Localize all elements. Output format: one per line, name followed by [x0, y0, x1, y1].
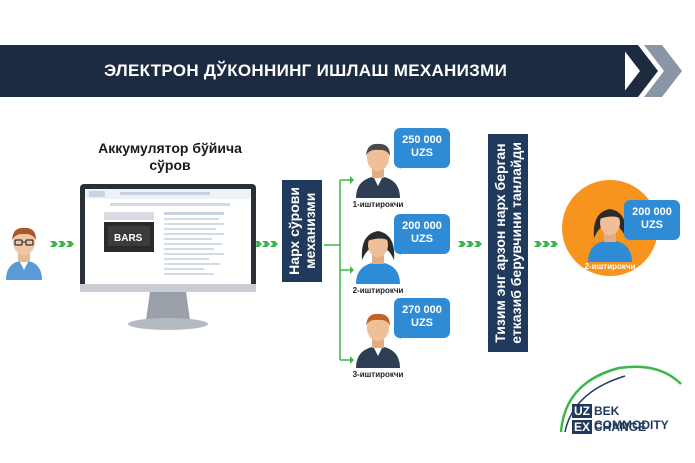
header-chevrons	[620, 45, 690, 97]
participant-2-currency: UZS	[394, 233, 450, 246]
winner-currency: UZS	[624, 219, 680, 232]
winner-label: 2-иштирокчи	[572, 262, 648, 271]
arrow-icon-1	[50, 238, 76, 250]
participant-2-label: 2-иштирокчи	[340, 286, 416, 295]
arrow-icon-2	[254, 238, 280, 250]
logo-box-uz: UZ	[572, 404, 592, 418]
request-title: Аккумулятор бўйича сўров	[80, 140, 260, 174]
header-banner: ЭЛЕКТРОН ДЎКОННИНГ ИШЛАШ МЕХАНИЗМИ	[0, 45, 625, 97]
arrow-icon-4	[534, 238, 560, 250]
logo-text-2: CHANGE	[594, 420, 646, 434]
bubble-tail-3	[398, 330, 410, 340]
participant-3-label: 3-иштирокчи	[340, 370, 416, 379]
participant-2-price: 200 000	[394, 220, 450, 233]
page-title: ЭЛЕКТРОН ДЎКОННИНГ ИШЛАШ МЕХАНИЗМИ	[104, 61, 507, 81]
arrow-icon-3	[458, 238, 484, 250]
participant-3-price: 270 000	[394, 304, 450, 317]
participant-1-currency: UZS	[394, 147, 450, 160]
requester-avatar-icon	[2, 222, 46, 280]
participant-3-currency: UZS	[394, 317, 450, 330]
bubble-tail-1	[398, 160, 410, 170]
selection-line1: Тизим энг арзон нарх берган	[492, 142, 508, 344]
product-brand: BARS	[114, 233, 143, 244]
mechanism-line1: Нарх сўрови	[286, 187, 302, 275]
request-title-line2: сўров	[80, 157, 260, 174]
monitor-icon: BARS	[80, 184, 256, 334]
mechanism-line2: механизми	[302, 187, 318, 275]
selection-box: Тизим энг арзон нарх берган етказиб беру…	[488, 134, 528, 352]
logo-box-ex: EX	[572, 420, 592, 434]
participant-1-price: 250 000	[394, 134, 450, 147]
bubble-tail-2	[398, 246, 410, 256]
mechanism-box: Нарх сўрови механизми	[282, 180, 322, 282]
winner-price: 200 000	[624, 206, 680, 219]
selection-line2: етказиб берувчини танлайди	[508, 142, 524, 344]
participant-1-label: 1-иштирокчи	[340, 200, 416, 209]
request-title-line1: Аккумулятор бўйича	[80, 140, 260, 157]
bubble-tail-winner	[628, 232, 640, 242]
